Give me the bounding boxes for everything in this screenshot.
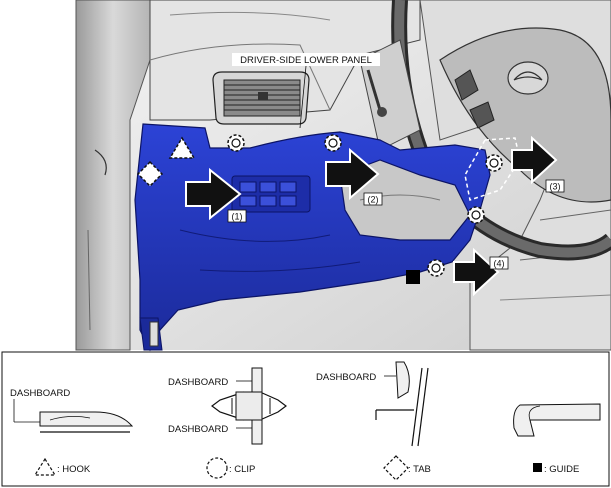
guide-detail xyxy=(513,403,601,437)
air-vent xyxy=(212,71,310,125)
step-3-label: (3) xyxy=(550,182,561,192)
tab-diamond-icon xyxy=(383,455,409,481)
switch-block xyxy=(231,175,311,213)
step-4-label: (4) xyxy=(494,259,505,269)
removal-arrow-icon xyxy=(185,135,558,297)
tab-diamond-icon xyxy=(136,160,164,188)
door-frame xyxy=(75,0,151,351)
tab-legend-label: : TAB xyxy=(408,464,431,475)
clip-dashboard-bottom-label: DASHBOARD xyxy=(168,424,228,435)
legend-guide: : GUIDE xyxy=(533,463,579,475)
hook-detail: DASHBOARD xyxy=(10,388,134,433)
guide-square-icon xyxy=(533,463,542,472)
clip-detail: DASHBOARD DASHBOARD xyxy=(168,367,287,445)
hook-dashboard-label: DASHBOARD xyxy=(10,388,70,399)
steering-column xyxy=(359,39,421,151)
legend-clip: : CLIP xyxy=(206,457,255,479)
panel-callout-label: DRIVER-SIDE LOWER PANEL xyxy=(240,55,372,66)
panel-callout-leader xyxy=(299,65,307,129)
hook-triangle-icon xyxy=(168,136,196,159)
tab-detail: DASHBOARD xyxy=(316,361,429,447)
clip-outline-upper xyxy=(464,137,521,201)
hook-triangle-icon xyxy=(33,457,57,476)
clip-dashboard-top-label: DASHBOARD xyxy=(168,377,228,388)
step-1-label: (1) xyxy=(232,212,243,222)
clip-legend-label: : CLIP xyxy=(229,464,255,475)
step-2-label: (2) xyxy=(368,195,379,205)
legend-tab: : TAB xyxy=(383,455,431,481)
guide-legend-label: : GUIDE xyxy=(544,464,579,475)
legend-hook: : HOOK xyxy=(33,457,91,476)
hook-legend-label: : HOOK xyxy=(57,464,91,475)
clip-circle-icon xyxy=(227,134,503,277)
tab-dashboard-label: DASHBOARD xyxy=(316,372,376,383)
clip-circle-icon xyxy=(206,457,228,479)
guide-square-icon xyxy=(406,270,420,284)
step-labels: (1) (2) (3) (4) xyxy=(227,179,565,270)
